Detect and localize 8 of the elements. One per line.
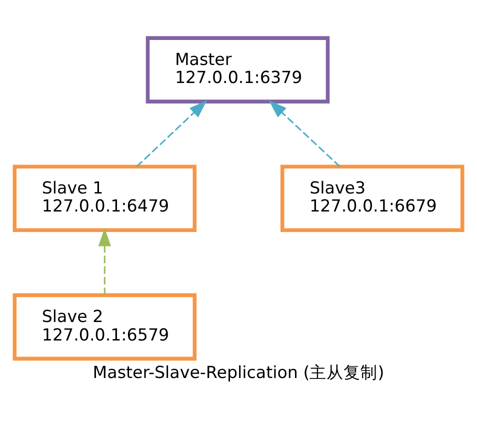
- arrow: [98, 228, 111, 295]
- caption: Master-Slave-Replication (主从复制): [92, 362, 384, 382]
- node-box: Slave3 127.0.0.1:6679: [280, 164, 464, 232]
- node-box: Master 127.0.0.1:6379: [146, 36, 330, 103]
- arrow: [136, 100, 208, 167]
- arrow: [268, 100, 340, 167]
- node-box: Slave 2 127.0.0.1:6579: [12, 292, 197, 360]
- node-box: Slave 1 127.0.0.1:6479: [12, 164, 197, 232]
